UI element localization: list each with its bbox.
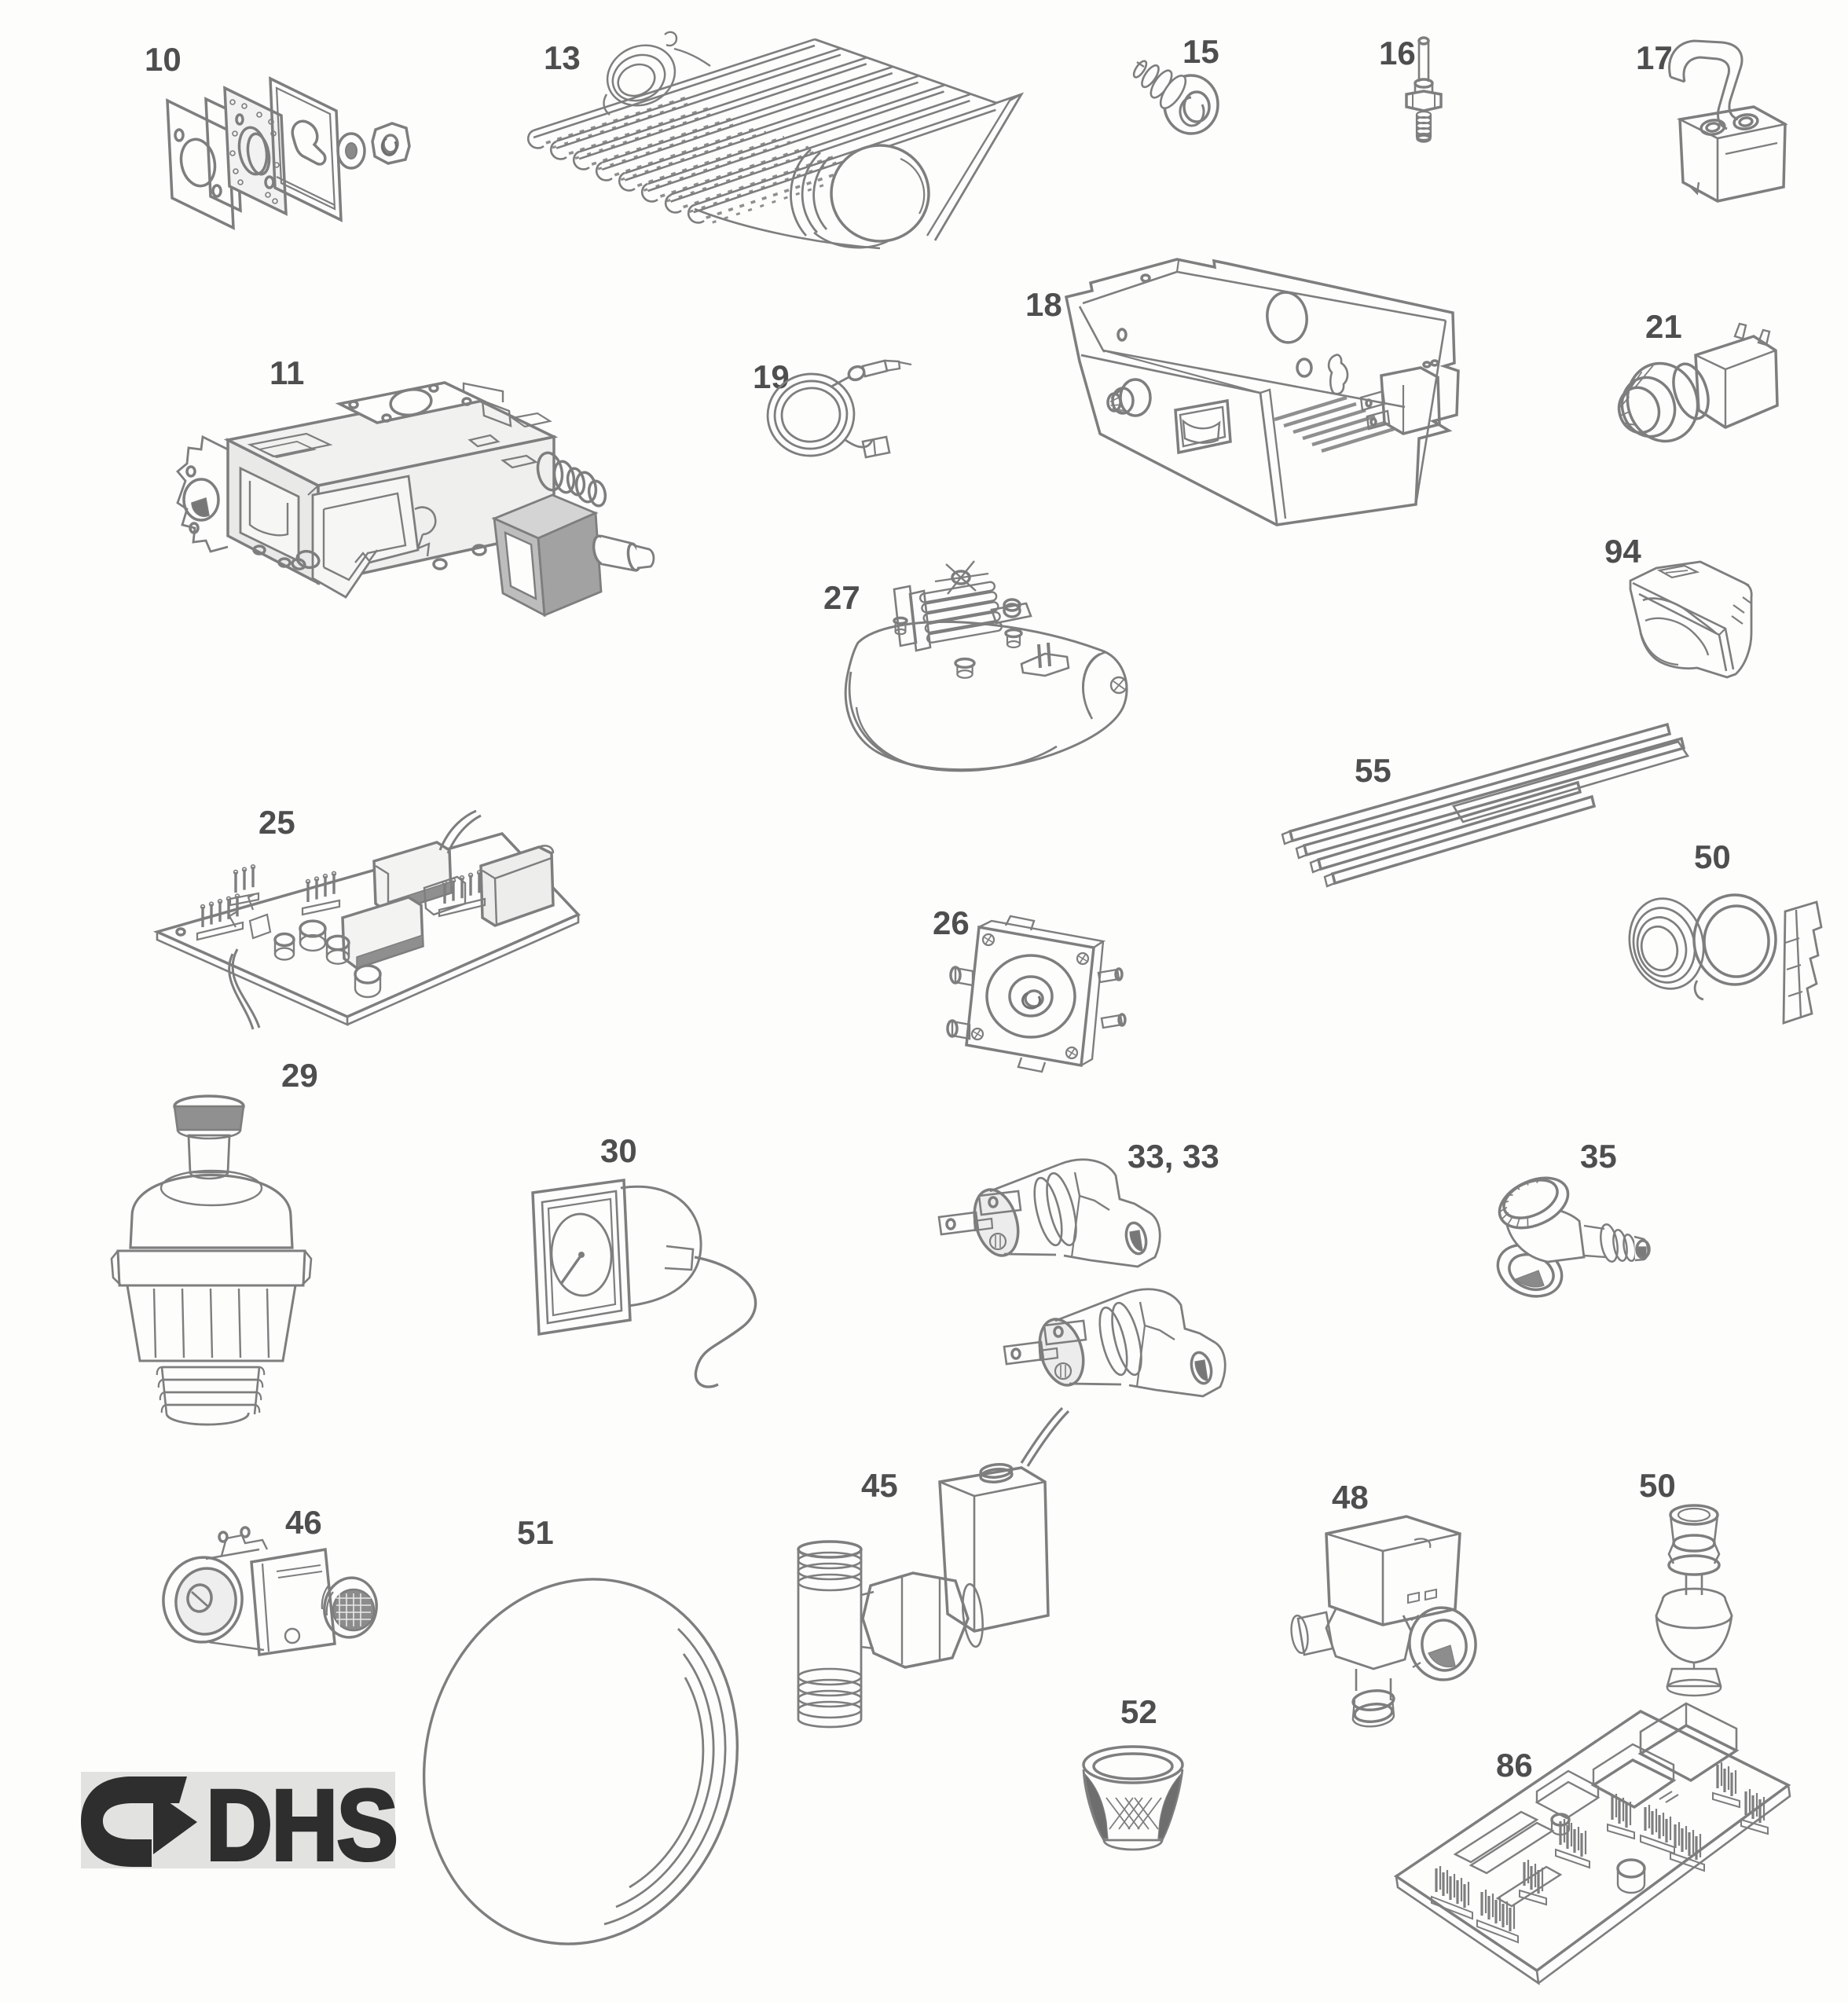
svg-text:11: 11 [270, 354, 304, 391]
svg-text:35: 35 [1580, 1138, 1617, 1175]
svg-text:16: 16 [1379, 35, 1416, 72]
svg-text:50: 50 [1694, 838, 1731, 875]
svg-text:18: 18 [1025, 286, 1062, 323]
svg-text:13: 13 [544, 39, 581, 76]
svg-text:52: 52 [1120, 1693, 1157, 1730]
svg-text:45: 45 [861, 1467, 898, 1504]
svg-text:27: 27 [823, 579, 860, 616]
svg-text:10: 10 [145, 41, 182, 78]
svg-text:25: 25 [258, 804, 295, 841]
svg-text:94: 94 [1604, 533, 1641, 570]
svg-text:17: 17 [1636, 39, 1673, 76]
svg-text:51: 51 [517, 1514, 554, 1551]
svg-text:33, 33: 33, 33 [1128, 1138, 1219, 1175]
svg-text:DHS: DHS [206, 1770, 397, 1883]
svg-text:29: 29 [281, 1057, 318, 1094]
svg-text:55: 55 [1355, 752, 1392, 789]
svg-text:50: 50 [1639, 1467, 1676, 1504]
svg-text:15: 15 [1182, 33, 1219, 70]
svg-text:26: 26 [933, 904, 970, 941]
svg-text:30: 30 [600, 1132, 637, 1169]
svg-text:48: 48 [1332, 1479, 1369, 1516]
svg-text:19: 19 [753, 358, 790, 395]
svg-text:21: 21 [1645, 308, 1682, 345]
svg-text:46: 46 [285, 1504, 322, 1541]
svg-text:86: 86 [1496, 1747, 1533, 1784]
